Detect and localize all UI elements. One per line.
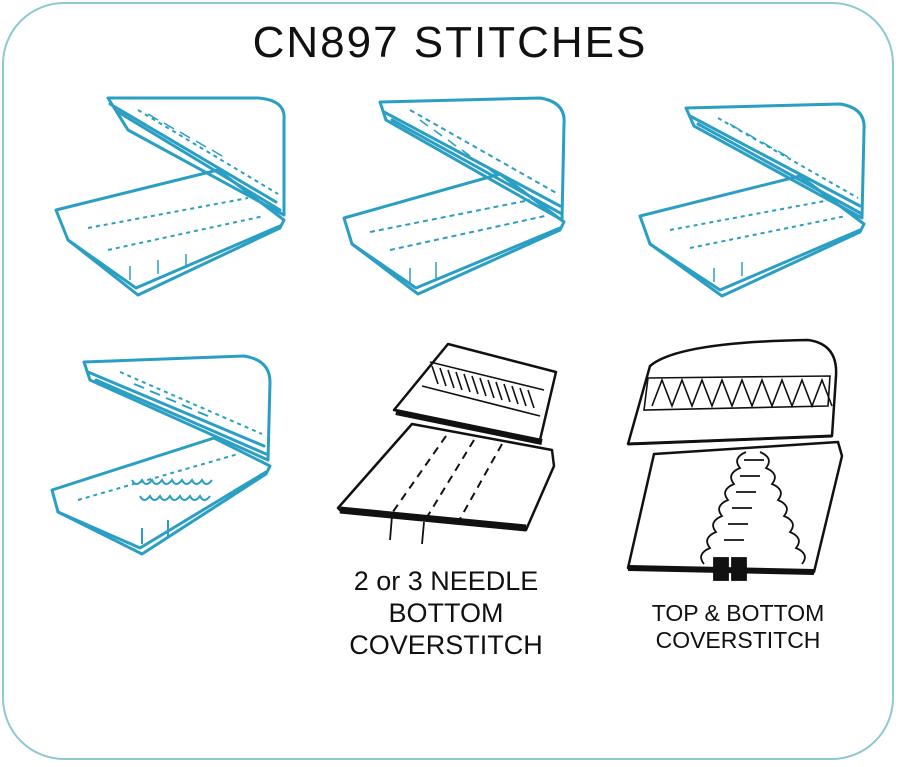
- stitch-illustration-4: [50, 354, 272, 556]
- caption-bottom-coverstitch: 2 or 3 NEEDLE BOTTOM COVERSTITCH: [318, 566, 574, 662]
- caption-line: BOTTOM: [388, 597, 504, 628]
- caption-line: 2 or 3 NEEDLE: [353, 566, 539, 596]
- stitch-illustration-3: [638, 102, 866, 298]
- stitch-illustration-5: [336, 342, 558, 545]
- stitch-illustration-2: [342, 96, 566, 296]
- caption-top-bottom-coverstitch: TOP & BOTTOM COVERSTITCH: [620, 600, 856, 654]
- stitch-panel-4: [48, 350, 288, 565]
- caption-line: TOP & BOTTOM: [651, 600, 825, 626]
- caption-line: COVERSTITCH: [655, 627, 821, 654]
- stitch-panel-1: [48, 90, 288, 305]
- stitch-illustration-6: [626, 338, 844, 581]
- stitch-panel-3: [634, 90, 874, 305]
- stitch-panel-2: [340, 90, 580, 305]
- stitch-illustration-1: [54, 96, 286, 297]
- stitch-panel-6: [618, 336, 858, 586]
- caption-line: COVERSTITCH: [349, 629, 543, 660]
- stitch-panel-5: [330, 340, 566, 550]
- page-title: CN897 STITCHES: [252, 18, 648, 67]
